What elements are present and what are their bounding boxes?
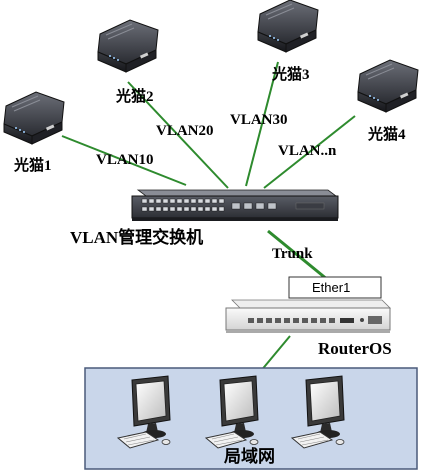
modem-icon [257,0,319,53]
modem-icon [357,59,419,113]
modem-4-label: 光猫4 [367,125,406,143]
modem-3 [257,0,319,53]
link-trunk [267,229,329,282]
ether-port-box [288,276,382,299]
modem-4 [357,59,419,113]
vlan-label-1: VLAN10 [96,152,154,168]
modem-icon [97,19,159,73]
lan-label: 局域网 [224,446,275,466]
vlan-links [61,61,356,373]
router-label: RouterOS [318,339,392,358]
vlan-label-3: VLAN30 [230,112,288,128]
modem-1-label: 光猫1 [13,156,52,174]
trunk-label: Trunk [272,246,313,262]
link-modem2 [127,81,229,189]
vlan-label-2: VLAN20 [156,123,214,139]
link-modem1 [61,135,187,186]
modem-1 [3,91,65,145]
modem-2 [97,19,159,73]
modem-icon [3,91,65,145]
switch-label: VLAN管理交换机 [70,227,203,247]
link-modem3 [245,61,279,187]
link-modem4 [263,115,356,189]
modem-3-label: 光猫3 [271,65,310,83]
ether-port-label: Ether1 [312,280,350,295]
modem-2-label: 光猫2 [115,87,154,105]
switch-icon [131,189,339,221]
router-icon [225,299,391,333]
link-lan [259,335,291,373]
vlan-label-4: VLAN..n [278,143,337,159]
